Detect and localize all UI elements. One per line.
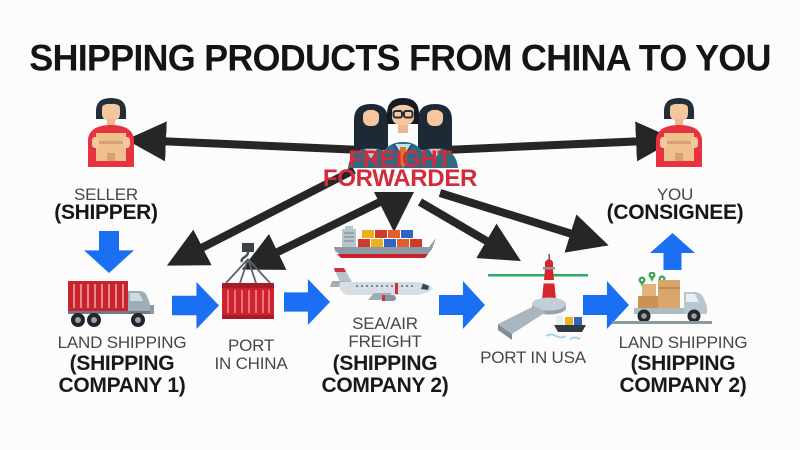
shipping-company-2-label: (SHIPPING COMPANY 2): [321, 352, 449, 397]
freight-forwarder-team-icon: [348, 98, 458, 168]
businessman-center-icon: [379, 98, 427, 168]
tie-icon: [399, 147, 407, 168]
box-medium: [638, 296, 658, 308]
flow-arrow-truck1-to-port-china: [172, 281, 219, 330]
port-usa-label: PORT IN USA: [480, 348, 586, 367]
page-title: SHIPPING PRODUCTS FROM CHINA TO YOU: [29, 36, 771, 79]
airplane-icon: [330, 268, 432, 301]
consignee-role: (CONSIGNEE): [606, 201, 744, 224]
containers-stack-icon: [358, 230, 422, 247]
seller-name: SELLER: [73, 185, 138, 204]
lighthouse-tower: [542, 269, 556, 300]
arrow-to-seller: [126, 121, 363, 162]
land-shipping-2-label: LAND SHIPPING: [618, 333, 748, 352]
seller-role: (SHIPPER): [54, 201, 158, 224]
land-shipping-1-label: LAND SHIPPING: [57, 333, 187, 352]
seller-person-icon: [88, 98, 134, 167]
flow-arrow-down-seller: [84, 231, 134, 273]
small-cargo-boat-icon: [554, 316, 586, 332]
horizon-line: [488, 274, 588, 277]
crane-container-icon: [222, 243, 274, 319]
shipping-company-1-label: (SHIPPING COMPANY 1): [58, 352, 186, 397]
location-pin-icons: [638, 272, 666, 287]
freight-forwarder-label: FREIGHT FORWARDER: [290, 146, 510, 192]
arrow-to-consignee: [444, 121, 676, 162]
delivery-truck-icon: [612, 272, 712, 324]
consignee-name: YOU: [656, 185, 694, 204]
glasses-icon: [392, 110, 414, 119]
sea-air-freight-label: SEA/AIR FREIGHT: [348, 314, 422, 351]
freight-forwarder-line2: FORWARDER: [322, 165, 478, 192]
consignee-person-icon: [656, 98, 702, 167]
box-small: [642, 284, 656, 296]
freight-forwarder-line1: FREIGHT: [348, 146, 452, 173]
water-waves: [545, 333, 581, 340]
container-truck-icon: [68, 281, 154, 327]
port-china-label: PORT IN CHINA: [214, 336, 288, 373]
arrow-to-land-shipping-2: [438, 189, 609, 253]
shipping-company-2b-label: (SHIPPING COMPANY 2): [619, 352, 747, 397]
cargo-ship-icon: [334, 226, 436, 258]
road-line: [612, 321, 712, 324]
pier: [498, 306, 546, 334]
flow-arrow-up-consignee: [650, 233, 695, 270]
harbor-lighthouse-icon: [488, 254, 588, 340]
box-large: [658, 280, 680, 308]
